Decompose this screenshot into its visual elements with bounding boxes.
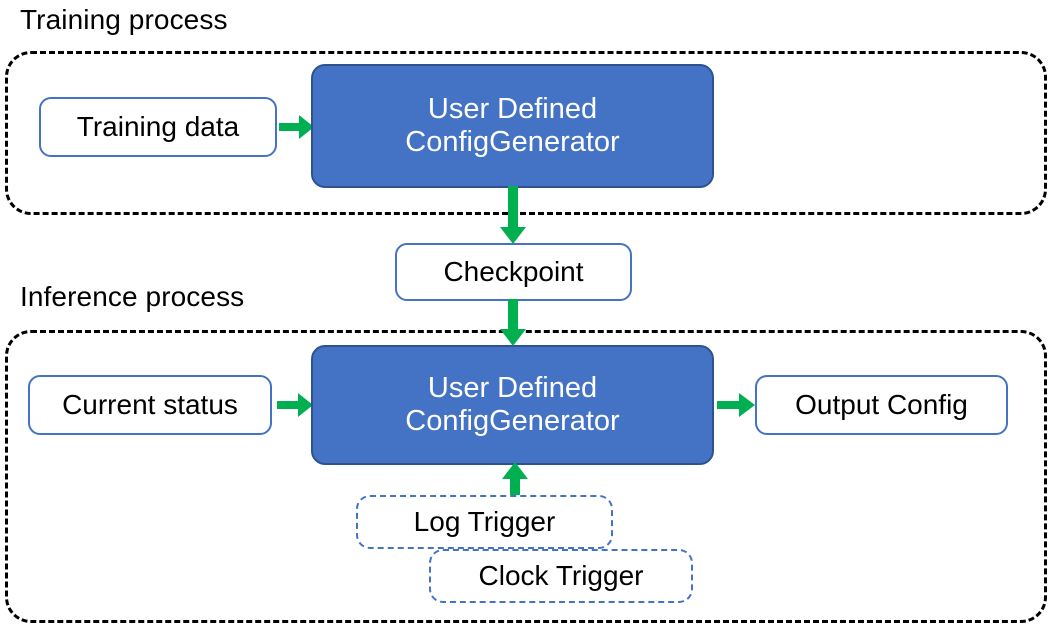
node-current-status[interactable]: Current status <box>28 375 272 435</box>
node-log-trigger[interactable]: Log Trigger <box>356 495 613 549</box>
arrow-current-status-to-generator <box>277 390 315 420</box>
node-inference-config-generator-line1: User Defined <box>427 371 598 404</box>
training-process-container <box>5 51 1047 215</box>
node-checkpoint-label: Checkpoint <box>443 255 584 287</box>
node-inference-config-generator[interactable]: User Defined ConfigGenerator <box>311 345 714 465</box>
node-checkpoint[interactable]: Checkpoint <box>395 243 632 301</box>
node-inference-config-generator-line2: ConfigGenerator <box>405 405 620 437</box>
node-clock-trigger[interactable]: Clock Trigger <box>429 549 693 603</box>
training-process-label: Training process <box>20 4 228 35</box>
arrow-generator-to-output-config <box>717 390 757 420</box>
node-training-data[interactable]: Training data <box>39 97 277 157</box>
node-output-config[interactable]: Output Config <box>755 375 1008 435</box>
node-train-config-generator-line1: User Defined <box>427 92 598 125</box>
node-training-data-label: Training data <box>76 110 240 142</box>
node-train-config-generator[interactable]: User Defined ConfigGenerator <box>311 64 714 188</box>
node-output-config-label: Output Config <box>795 388 968 420</box>
arrow-trigger-to-generator <box>500 462 530 500</box>
node-current-status-label: Current status <box>62 388 238 420</box>
arrow-training-data-to-generator <box>279 112 315 142</box>
arrow-checkpoint-to-inference-generator <box>498 299 528 349</box>
inference-process-container <box>5 330 1047 623</box>
node-log-trigger-label: Log Trigger <box>413 505 556 537</box>
inference-process-label: Inference process <box>20 281 245 312</box>
node-train-config-generator-line2: ConfigGenerator <box>405 126 620 158</box>
node-clock-trigger-label: Clock Trigger <box>478 559 644 591</box>
arrow-generator-to-checkpoint <box>498 186 528 246</box>
